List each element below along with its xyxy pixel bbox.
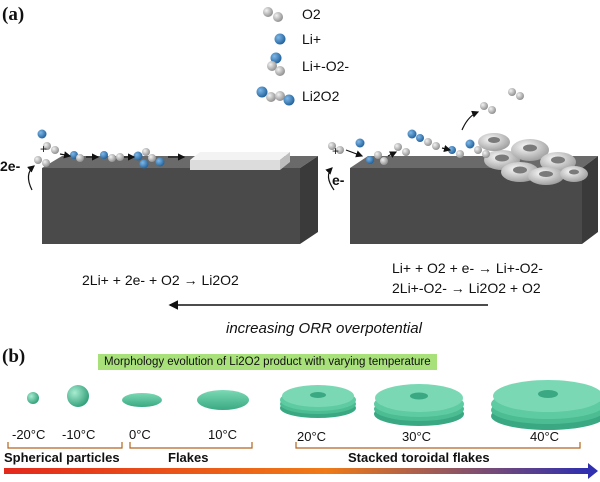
arrow-caption: increasing ORR overpotential [226,320,422,337]
temp-label-minus20: -20°C [12,427,46,442]
category-brackets [7,442,581,449]
category-spherical: Spherical particles [4,450,120,465]
right-surface-molecules [328,88,524,165]
legend-lio2-label: Li+-O2- [302,58,350,74]
toroid-40 [491,380,600,430]
left-plus-sign: + [40,142,48,156]
legend-li-icon [274,33,286,45]
legend-o2-label: O2 [302,6,321,22]
right-flow-arrows [325,110,480,191]
gradient-arrowhead [588,463,598,479]
left-flow-arrows [27,151,186,191]
category-flakes: Flakes [168,450,209,465]
toroid-30 [374,384,464,426]
toroid-cluster [478,133,588,185]
equation-left: 2Li+ + 2e- + O2 → Li2O2 [82,272,239,288]
panel-b-graphics [4,380,600,479]
temp-label-20: 20°C [297,429,327,444]
toroid-20 [280,385,356,418]
legend-li2o2-label: Li2O2 [302,88,340,104]
temp-label-minus10: -10°C [62,427,96,442]
left-surface-molecules [34,129,165,169]
temp-label-10: 10°C [208,427,238,442]
temperature-gradient-bar [4,468,588,474]
sphere-minus20 [27,392,39,404]
temp-label-40: 40°C [530,429,560,444]
morphology-banner: Morphology evolution of Li2O2 product wi… [98,354,437,370]
right-plus-sign: + [332,144,340,158]
panel-b-label: (b) [2,346,26,367]
li2o2-film [190,152,290,170]
flake-0 [122,393,162,407]
equation-right-2: 2Li+-O2- → Li2O2 + O2 [392,280,541,296]
temp-label-0: 0°C [129,427,151,442]
category-stacked-toroidal: Stacked toroidal flakes [348,450,490,465]
flake-10 [197,390,249,410]
equation-right-1: Li+ + O2 + e- → Li+-O2- [392,260,543,276]
legend-li-label: Li+ [302,31,322,47]
panel-a-label: (a) [2,4,25,25]
panel-a-graphics [27,7,598,310]
legend-o2-icon [263,7,283,22]
left-charge-label: 2e- [0,158,21,174]
right-charge-label: e- [332,172,345,188]
left-electrode [42,156,318,244]
legend-lio2-icon [267,52,285,76]
temp-label-30: 30°C [402,429,432,444]
sphere-minus10 [67,385,89,407]
legend-li2o2-icon [256,86,295,106]
